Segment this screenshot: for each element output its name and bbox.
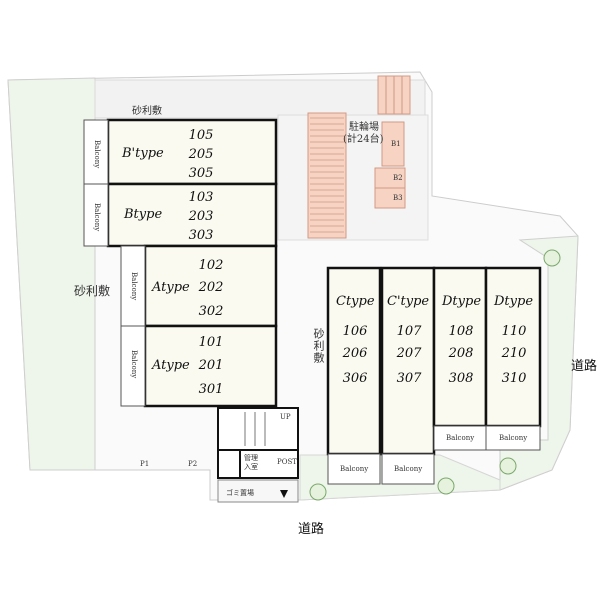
tree-icon: [543, 249, 561, 267]
room-number: 307: [396, 371, 422, 386]
room-number: 108: [448, 324, 474, 339]
room-number: 302: [198, 304, 224, 319]
unit-type-label: Atype: [152, 280, 190, 295]
up-label: UP: [280, 413, 291, 421]
stair-core: [217, 407, 299, 503]
parking-space-label: P1: [140, 460, 150, 468]
room-number: 303: [188, 228, 214, 243]
unit-type-label: Atype: [152, 358, 190, 373]
balcony-label: Balcony: [130, 350, 138, 379]
balcony-w2: [83, 183, 109, 247]
room-number: 101: [198, 335, 224, 350]
room-number: 102: [198, 258, 224, 273]
road-label-east: 道路: [571, 359, 598, 374]
bicycle-rack-north: [377, 75, 411, 115]
balcony-e1: [327, 453, 381, 485]
gravel-label-top: 砂利敷: [132, 106, 162, 117]
room-number: 105: [188, 128, 214, 143]
balcony-w1: [83, 119, 109, 185]
unit-type-label: Dtype: [494, 294, 534, 309]
bicycle-slot-b2: B2: [393, 174, 403, 182]
room-number: 310: [501, 371, 527, 386]
room-number: 203: [188, 209, 214, 224]
up-arrow-icon: [280, 490, 288, 498]
room-number: 106: [342, 324, 368, 339]
unit-b-prime: [106, 118, 278, 186]
bicycle-slot-b3-box: [374, 187, 406, 209]
unit-d1: [432, 266, 488, 428]
unit-c: [326, 266, 382, 456]
balcony-w4: [120, 325, 146, 407]
unit-c-prime: [380, 266, 436, 456]
management-room-label: 管理 入室: [244, 454, 258, 471]
unit-a-lower: [143, 324, 278, 408]
west-building: [83, 118, 278, 408]
room-number: 306: [342, 371, 368, 386]
room-number: 103: [188, 190, 214, 205]
room-number: 207: [396, 346, 422, 361]
room-number: 308: [448, 371, 474, 386]
east-building: [326, 266, 542, 485]
room-number: 110: [501, 324, 527, 339]
tree-icon: [437, 477, 455, 495]
bicycle-slot-b3: B3: [393, 194, 403, 202]
room-number: 202: [198, 280, 224, 295]
bicycle-slot-b1-box: [381, 121, 405, 167]
room-number: 201: [198, 358, 224, 373]
bicycle-parking-count: (計24台): [343, 134, 384, 145]
room-number: 206: [342, 346, 368, 361]
post-label: POST: [277, 458, 297, 466]
balcony-label: Balcony: [394, 465, 423, 473]
balcony-label: Balcony: [93, 140, 101, 169]
road-label-south: 道路: [298, 522, 325, 537]
room-number: 210: [501, 346, 527, 361]
balcony-e2: [381, 453, 435, 485]
balcony-label: Balcony: [446, 434, 475, 442]
bicycle-rack-main: [307, 112, 347, 239]
parking-space-label: P2: [188, 460, 198, 468]
unit-type-label: Ctype: [336, 294, 375, 309]
balcony-e4: [485, 425, 541, 451]
unit-type-label: B'type: [122, 146, 164, 161]
balcony-label: Balcony: [340, 465, 369, 473]
unit-type-label: Btype: [124, 207, 163, 222]
room-number: 305: [188, 166, 214, 181]
balcony-label: Balcony: [93, 203, 101, 232]
unit-b: [106, 182, 278, 248]
unit-type-label: Dtype: [442, 294, 482, 309]
room-number: 208: [448, 346, 474, 361]
unit-a-upper: [143, 244, 278, 328]
garbage-area-label: ゴミ置場: [226, 489, 254, 497]
balcony-label: Balcony: [130, 272, 138, 301]
gravel-label-center: 砂利敷: [312, 328, 325, 364]
room-number: 301: [198, 382, 224, 397]
bicycle-parking-title: 駐輪場: [349, 122, 379, 133]
room-number: 107: [396, 324, 422, 339]
balcony-e3: [433, 425, 487, 451]
tree-icon: [499, 457, 517, 475]
green-strip-west: [7, 77, 96, 471]
bicycle-slot-b1: B1: [391, 140, 401, 148]
balcony-label: Balcony: [499, 434, 528, 442]
tree-icon: [309, 483, 327, 501]
north-paving: [94, 79, 426, 119]
gravel-label-left: 砂利敷: [74, 284, 111, 298]
tree-icons: [309, 249, 561, 501]
room-number: 205: [188, 147, 214, 162]
unit-type-label: C'type: [387, 294, 430, 309]
